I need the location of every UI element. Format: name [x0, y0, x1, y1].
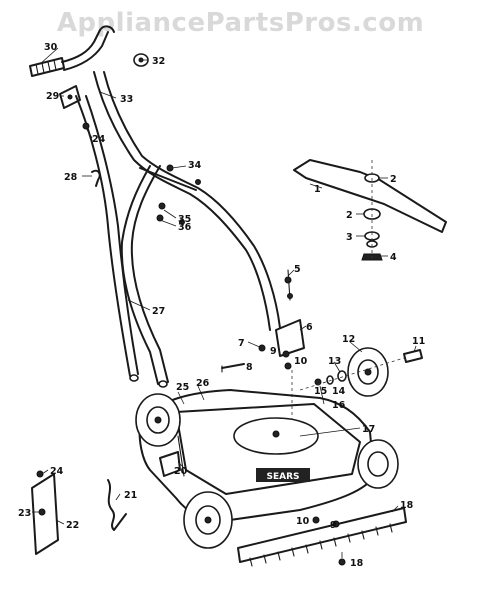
callout-25: 25: [176, 382, 189, 393]
callout-17: 17: [362, 424, 375, 435]
handle-bracket: [59, 85, 81, 109]
plate-22: [31, 470, 59, 555]
bolt-24-upper: [82, 122, 90, 130]
callout-23: 23: [18, 508, 31, 519]
callout-32: 32: [152, 56, 165, 67]
blade-assembly: [293, 159, 447, 262]
nut-15: [314, 378, 322, 386]
deck-label-plate: [256, 468, 310, 482]
nut-35: [158, 202, 166, 210]
callout-10-lower: 10: [296, 516, 310, 527]
callout-21: 21: [124, 490, 137, 501]
front-left-wheel: [135, 393, 181, 447]
handle-grip: [29, 57, 65, 77]
callout-11: 11: [412, 336, 425, 347]
mower-blade: [293, 159, 447, 233]
callout-14: 14: [332, 386, 346, 397]
handle-assembly: [29, 25, 281, 388]
washer-14: [326, 375, 334, 385]
upper-handle: [61, 25, 281, 331]
adjuster-bracket: [275, 319, 305, 357]
callout-13: 13: [328, 356, 341, 367]
callout-33: 33: [120, 94, 133, 105]
callout-26: 26: [196, 378, 210, 389]
callout-24-upper: 24: [92, 134, 106, 145]
callout-29: 29: [46, 91, 59, 102]
callout-10-upper: 10: [294, 356, 308, 367]
callout-12: 12: [342, 334, 355, 345]
callout-35: 35: [178, 214, 191, 225]
callout-3: 3: [346, 232, 353, 243]
callout-18-lower: 18: [350, 558, 364, 569]
spacer-13: [337, 370, 347, 382]
callout-16: 16: [332, 400, 346, 411]
axle-bolt: [403, 349, 423, 363]
callout-9-lower: 9: [330, 520, 337, 531]
front-bottom-wheel: [183, 491, 233, 549]
deck-label: SEARS: [266, 472, 299, 482]
rear-wheel-assembly: [299, 347, 423, 397]
callout-36: 36: [178, 222, 192, 233]
callouts: 30 32 33 29 24 28 34 35 36 27 1 2 2 3 4 …: [18, 42, 425, 569]
nut-10: [284, 362, 292, 370]
callout-5: 5: [294, 264, 301, 275]
leader-lines: [32, 47, 417, 558]
bolt-5: [284, 276, 292, 284]
grass-shield: [237, 507, 407, 567]
watermark-text: AppliancePartsPros.com: [56, 8, 425, 38]
callout-7: 7: [238, 338, 245, 349]
callout-18-right: 18: [400, 500, 414, 511]
callout-1: 1: [314, 184, 321, 195]
callout-20: 20: [174, 466, 188, 477]
clip-28: [91, 169, 101, 187]
callout-24-lower: 24: [50, 466, 64, 477]
callout-22: 22: [66, 520, 79, 531]
callout-8-upper: 8: [246, 362, 253, 373]
callout-15: 15: [314, 386, 327, 397]
washer-9: [282, 350, 290, 358]
callout-34: 34: [188, 160, 202, 171]
callout-9-upper: 9: [270, 346, 277, 357]
callout-30: 30: [44, 42, 58, 53]
height-adjuster: [258, 269, 305, 420]
callout-4: 4: [390, 252, 397, 263]
callout-2-mid: 2: [346, 210, 353, 221]
callout-6: 6: [306, 322, 313, 333]
rear-right-wheel: [357, 439, 399, 489]
rod-8: [221, 363, 245, 373]
callout-28: 28: [64, 172, 78, 183]
callout-27: 27: [152, 306, 165, 317]
washer-36: [156, 214, 164, 222]
callout-2-top: 2: [390, 174, 397, 185]
spring-21: [107, 479, 127, 531]
